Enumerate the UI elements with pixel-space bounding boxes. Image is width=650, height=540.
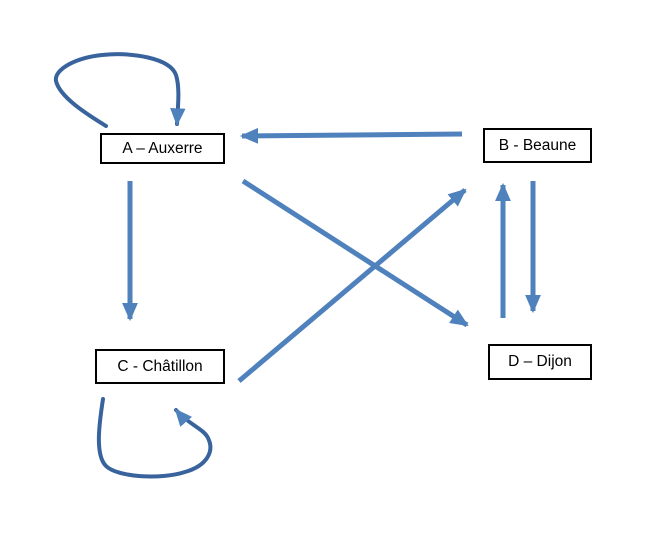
edge-c-self-loop bbox=[96, 397, 213, 479]
node-c-label: C - Châtillon bbox=[117, 357, 203, 375]
edge-a-self-loop bbox=[53, 52, 186, 128]
node-b-beaune: B - Beaune bbox=[483, 128, 592, 163]
edge-c-to-b bbox=[237, 188, 467, 383]
node-b-label: B - Beaune bbox=[498, 136, 577, 154]
node-a-label: A – Auxerre bbox=[122, 139, 203, 157]
node-a-auxerre: A – Auxerre bbox=[100, 133, 225, 164]
node-d-label: D – Dijon bbox=[508, 353, 572, 370]
edge-b-to-a bbox=[239, 127, 463, 144]
node-c-chatillon: C - Châtillon bbox=[95, 349, 225, 384]
node-d-dijon: D – Dijon bbox=[488, 344, 592, 380]
edge-a-to-d bbox=[241, 178, 469, 328]
